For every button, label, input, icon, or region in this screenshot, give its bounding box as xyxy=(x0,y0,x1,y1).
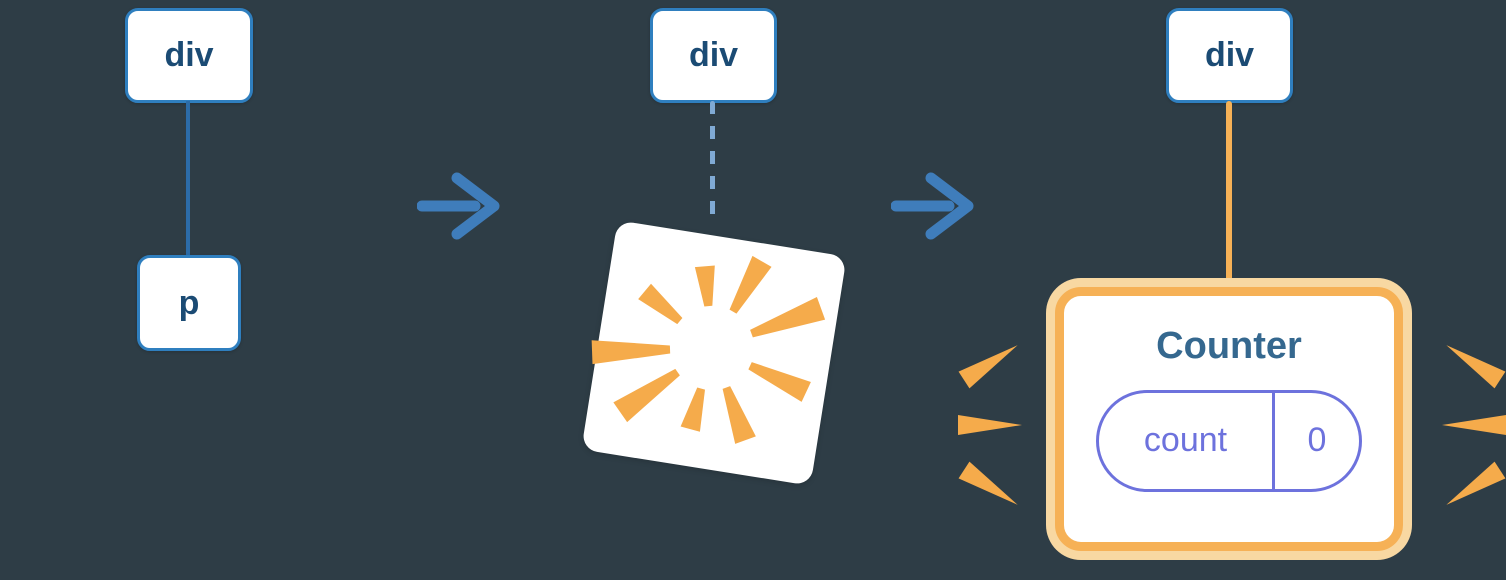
tree-node-p: p xyxy=(137,255,241,351)
node-label: p xyxy=(178,283,200,322)
sparkle-right-icon xyxy=(1442,345,1506,505)
state-pill: count 0 xyxy=(1096,389,1362,492)
component-title: Counter xyxy=(1156,325,1302,367)
detached-connector-dashed xyxy=(710,101,715,223)
right-arrow-icon xyxy=(417,172,500,240)
poof-burst-icon xyxy=(591,255,826,444)
counter-component-card: Counter count 0 xyxy=(1055,287,1403,551)
node-label: div xyxy=(164,36,214,74)
tree-node-div-mount: div xyxy=(1166,8,1293,103)
tree-node-div-unmount: div xyxy=(650,8,777,103)
tree-node-div-before: div xyxy=(125,8,253,103)
mounted-connector xyxy=(1226,101,1232,291)
sparkle-left-icon xyxy=(958,345,1022,505)
right-arrow-icon xyxy=(891,172,974,240)
state-value: 0 xyxy=(1307,421,1327,460)
parent-child-connector xyxy=(186,101,190,257)
state-key: count xyxy=(1099,392,1275,489)
node-label: div xyxy=(1204,36,1255,74)
node-label: div xyxy=(688,36,739,74)
